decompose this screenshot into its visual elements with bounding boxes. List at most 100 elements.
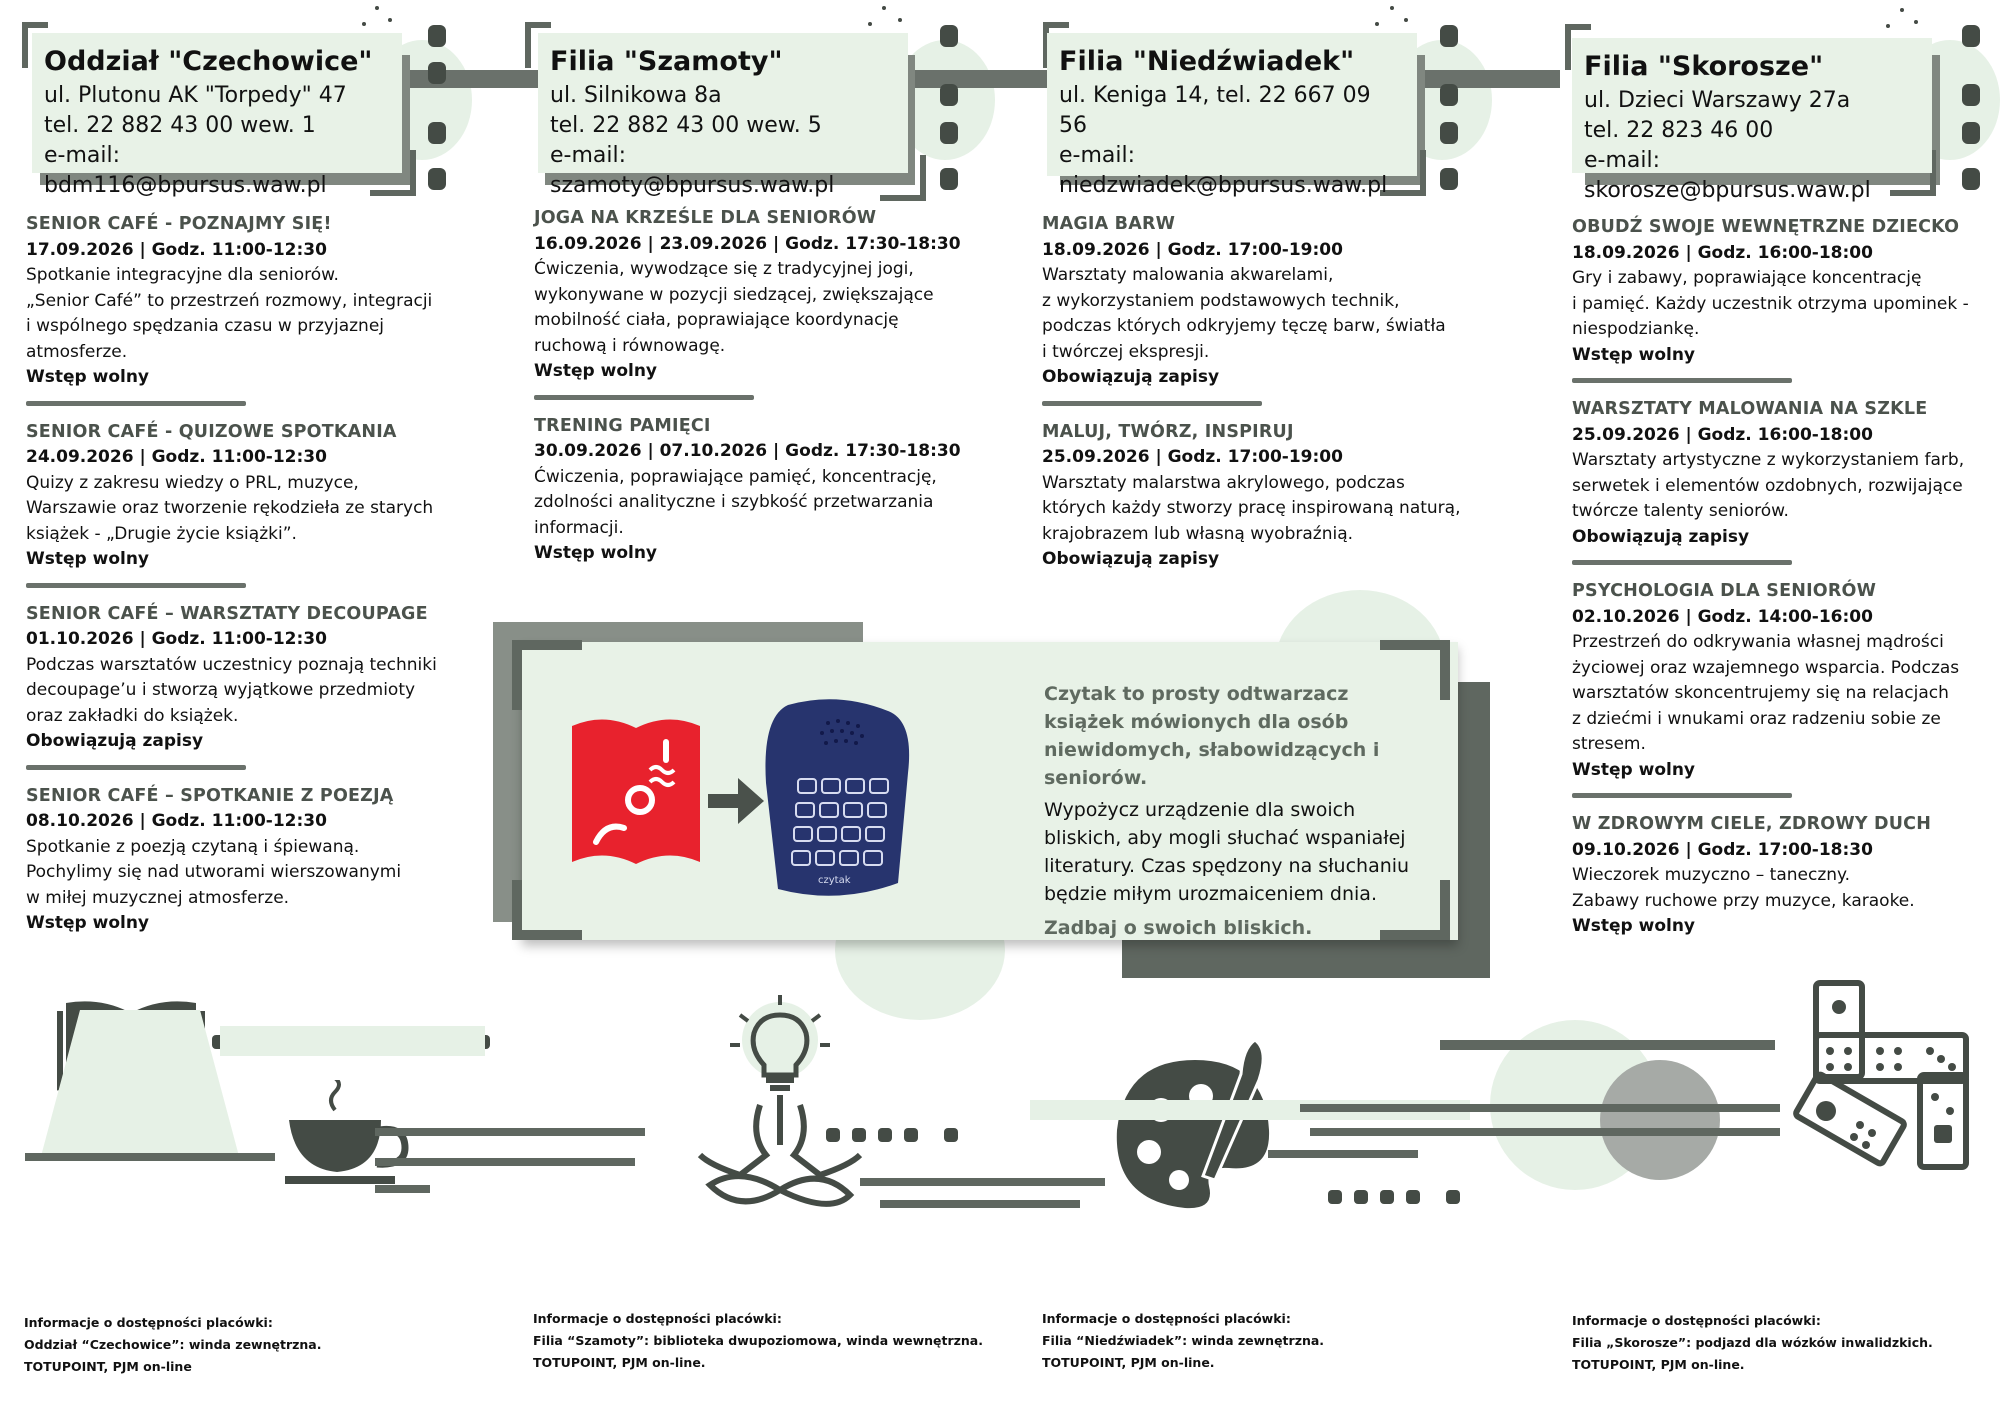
branch-address: ul. Silnikowa 8a xyxy=(550,83,722,108)
separator xyxy=(26,400,246,406)
frame-corner xyxy=(370,150,416,196)
czytak-body: Wypożycz urządzenie dla swoich bliskich,… xyxy=(1044,799,1410,905)
event-desc: oraz zakładki do książek. xyxy=(26,705,239,726)
event-date: 01.10.2026 | Godz. 11:00-12:30 xyxy=(26,629,327,649)
deco-circle xyxy=(1600,1060,1720,1180)
event-desc: mobilność ciała, poprawiające koordynacj… xyxy=(534,310,899,330)
accessibility-detail: Filia „Skorosze”: podjazd dla wózków inw… xyxy=(1572,1335,1933,1350)
branch-phone: tel. 22 882 43 00 wew. 1 xyxy=(44,113,316,138)
event: MALUJ, TWÓRZ, INSPIRUJ 25.09.2026 | Godz… xyxy=(1042,420,1472,573)
separator xyxy=(1572,378,1792,383)
event-desc: krajobrazem lub własną wyobraźnią. xyxy=(1042,523,1354,544)
deco-dot xyxy=(1440,25,1458,47)
event-title: W ZDROWYM CIELE, ZDROWY DUCH xyxy=(1572,814,1932,834)
header-connector xyxy=(380,70,540,88)
separator xyxy=(1572,560,1792,565)
deco-sparkle xyxy=(388,18,392,22)
czytak-intro: Czytak to prosty odtwarzacz książek mówi… xyxy=(1044,683,1380,789)
event: PSYCHOLOGIA DLA SENIORÓW 02.10.2026 | Go… xyxy=(1572,579,1992,783)
event-desc: atmosferze. xyxy=(26,341,128,362)
event-title: SENIOR CAFÉ – SPOTKANIE Z POEZJĄ xyxy=(26,785,394,806)
branch-title: Oddział "Czechowice" xyxy=(44,46,373,77)
branch-phone: tel. 22 823 46 00 xyxy=(1584,118,1774,143)
event-title: OBUDŹ SWOJE WEWNĘTRZNE DZIECKO xyxy=(1572,217,1960,237)
event-desc: których każdy stworzy pracę inspirowaną … xyxy=(1042,498,1461,518)
event-desc: Quizy z zakresu wiedzy o PRL, muzyce, xyxy=(26,472,359,493)
deco-dot xyxy=(1962,168,1980,190)
accessibility-services: TOTUPOINT, PJM on-line. xyxy=(533,1355,706,1370)
event: W ZDROWYM CIELE, ZDROWY DUCH 09.10.2026 … xyxy=(1572,812,1992,940)
deco-dot xyxy=(940,25,958,47)
branch-email[interactable]: e-mail: skorosze@bpursus.waw.pl xyxy=(1584,148,1871,203)
event-desc: informacji. xyxy=(534,517,624,538)
accessibility-heading: Informacje o dostępności placówki: xyxy=(1042,1311,1291,1326)
event-note: Wstęp wolny xyxy=(534,361,658,381)
event: SENIOR CAFÉ - POZNAJMY SIĘ! 17.09.2026 |… xyxy=(26,212,456,391)
czytak-logo-icon xyxy=(572,719,700,864)
deco-sparkle xyxy=(1900,8,1904,12)
event-date: 25.09.2026 | Godz. 16:00-18:00 xyxy=(1572,424,1873,445)
event-desc: Wieczorek muzyczno – taneczny. xyxy=(1572,865,1851,885)
deco-line xyxy=(1440,1040,1775,1050)
czytak-device-label: czytak xyxy=(818,875,851,886)
event-desc: decoupage’u i stworzą wyjątkowe przedmio… xyxy=(26,680,416,700)
event-note: Obowiązują zapisy xyxy=(1042,549,1220,569)
event-date: 30.09.2026 | 07.10.2026 | Godz. 17:30-18… xyxy=(534,441,961,461)
frame-corner xyxy=(1890,150,1936,196)
separator xyxy=(1042,400,1262,406)
deco-dot xyxy=(1440,84,1458,106)
event-desc: „Senior Café” to przestrzeń rozmowy, int… xyxy=(26,290,433,311)
event-desc: z wykorzystaniem podstawowych technik, xyxy=(1042,290,1400,311)
branch-email-label: e-mail: xyxy=(1059,143,1136,168)
event-desc: stresem. xyxy=(1572,734,1646,754)
frame-corner xyxy=(1380,880,1450,940)
event-desc: wykonywane w pozycji siedzącej, zwiększa… xyxy=(534,284,934,305)
accessibility-info: Informacje o dostępności placówki: Filia… xyxy=(533,1308,983,1374)
branch-email[interactable]: niedzwiadek@bpursus.waw.pl xyxy=(1059,173,1388,198)
deco-line xyxy=(375,1158,635,1166)
event-desc: ruchową i równowagę. xyxy=(534,335,726,356)
event-desc: życiowej oraz wzajemnego wsparcia. Podcz… xyxy=(1572,657,1960,678)
event-desc: Zabawy ruchowe przy muzyce, karaoke. xyxy=(1572,890,1915,911)
event-desc: Ćwiczenia, wywodzące się z tradycyjnej j… xyxy=(534,259,914,279)
accessibility-services: TOTUPOINT, PJM on-line xyxy=(24,1359,192,1374)
deco-dot xyxy=(428,122,446,144)
event-desc: Spotkanie z poezją czytaną i śpiewaną. xyxy=(26,836,360,857)
frame-corner xyxy=(1043,22,1069,68)
accessibility-detail: Filia “Niedźwiadek”: winda zewnętrzna. xyxy=(1042,1333,1325,1348)
accessibility-detail: Filia “Szamoty”: biblioteka dwupoziomowa… xyxy=(533,1333,983,1348)
deco-line xyxy=(375,1128,645,1136)
separator xyxy=(534,394,754,400)
deco-dot xyxy=(1962,122,1980,144)
event-date: 18.09.2026 | Godz. 16:00-18:00 xyxy=(1572,242,1873,263)
arrow-right-icon xyxy=(708,778,764,824)
event-desc: podczas których odkryjemy tęczę barw, św… xyxy=(1042,316,1446,336)
event: SENIOR CAFÉ – WARSZTATY DECOUPAGE 01.10.… xyxy=(26,602,456,755)
deco-dot xyxy=(428,25,446,47)
deco-sparkle xyxy=(1914,20,1918,24)
event-note: Wstęp wolny xyxy=(534,543,658,563)
event-desc: Warsztaty artystyczne z wykorzystaniem f… xyxy=(1572,450,1965,470)
branch-title: Filia "Niedźwiadek" xyxy=(1059,46,1355,77)
header-connector xyxy=(1400,70,1560,88)
event-title: SENIOR CAFÉ - QUIZOWE SPOTKANIA xyxy=(26,421,397,442)
branch-email[interactable]: e-mail: bdm116@bpursus.waw.pl xyxy=(44,143,327,198)
event-desc: Gry i zabawy, poprawiające koncentrację xyxy=(1572,268,1922,288)
event-note: Wstęp wolny xyxy=(26,367,150,387)
czytak-closing: Zadbaj o swoich bliskich. xyxy=(1044,917,1313,939)
event-title: PSYCHOLOGIA DLA SENIORÓW xyxy=(1572,581,1877,601)
header-connector xyxy=(890,70,1050,88)
event: SENIOR CAFÉ – SPOTKANIE Z POEZJĄ 08.10.2… xyxy=(26,784,456,937)
deco-dot xyxy=(428,168,446,190)
accessibility-info: Informacje o dostępności placówki: Oddzi… xyxy=(24,1312,321,1378)
frame-corner xyxy=(525,22,551,68)
deco-dot xyxy=(940,168,958,190)
branch-address: ul. Keniga 14, tel. 22 667 09 56 xyxy=(1059,83,1371,138)
branch-email[interactable]: e-mail: szamoty@bpursus.waw.pl xyxy=(550,143,835,198)
deco-line xyxy=(1268,1150,1418,1158)
event-note: Obowiązują zapisy xyxy=(26,731,204,751)
event-date: 08.10.2026 | Godz. 11:00-12:30 xyxy=(26,811,327,831)
deco-sparkle xyxy=(362,22,366,26)
event-title: SENIOR CAFÉ – WARSZTATY DECOUPAGE xyxy=(26,603,428,624)
deco-dot xyxy=(1962,25,1980,47)
